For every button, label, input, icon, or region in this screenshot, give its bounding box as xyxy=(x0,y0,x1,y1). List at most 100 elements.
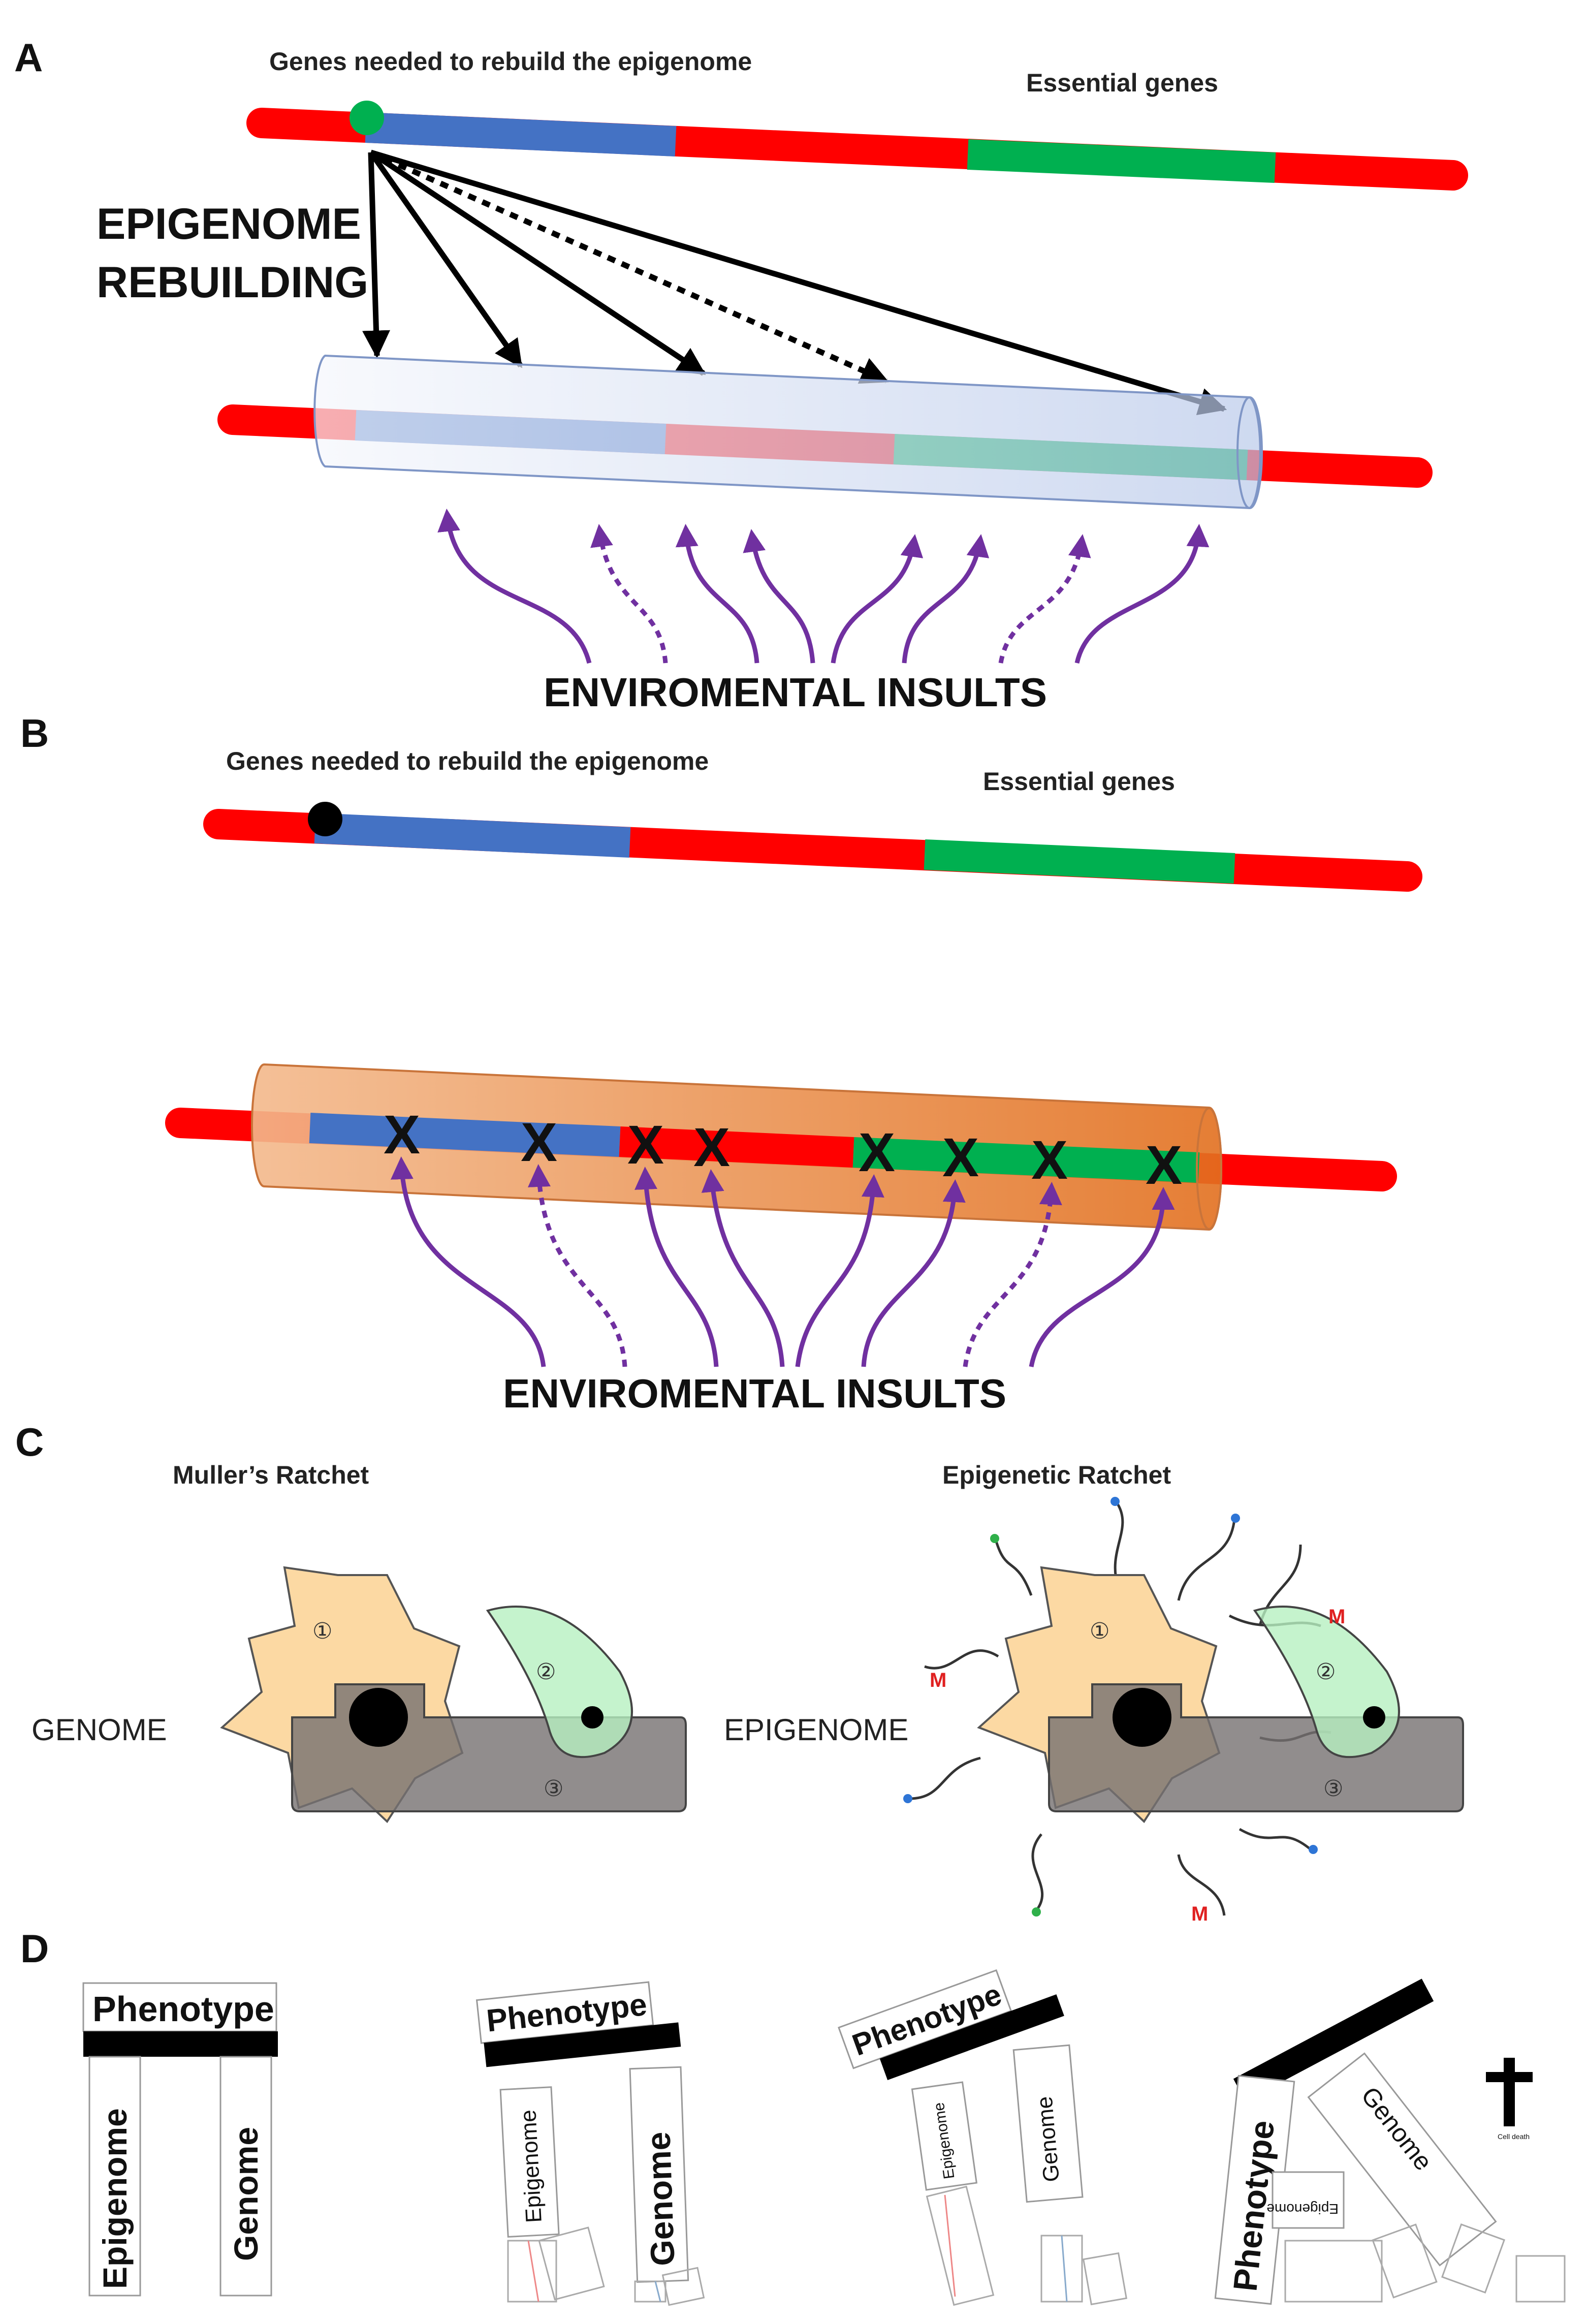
phenotype-label: Phenotype xyxy=(92,1989,274,2029)
epigenome-pillar xyxy=(499,2086,560,2238)
essential-gene-segment xyxy=(967,139,1276,183)
mark-green xyxy=(990,1534,999,1543)
rebuild-arrow xyxy=(368,150,523,368)
methyl-m: M xyxy=(1328,1606,1345,1628)
chromosome-bottom-b xyxy=(165,1063,1397,1231)
tail xyxy=(994,1539,1033,1596)
genome-pillar xyxy=(1307,2052,1497,2267)
block xyxy=(926,2185,995,2306)
cross-horizontal xyxy=(1486,2072,1533,2082)
panel-c: C Muller’s Ratchet Epigenetic Ratchet GE… xyxy=(15,1420,1464,1925)
pawl-axle xyxy=(581,1706,604,1729)
mutation-x: X xyxy=(1146,1134,1182,1196)
rebuild-arrow xyxy=(370,149,1227,416)
block xyxy=(1441,2223,1506,2294)
methyl-marks: M M M xyxy=(930,1606,1345,1925)
gear-axle xyxy=(349,1688,408,1747)
gear-axle xyxy=(1113,1688,1171,1747)
block xyxy=(1372,2223,1438,2299)
stable-state: Phenotype Epigenome Genome xyxy=(82,1982,278,2297)
crack-line xyxy=(1061,2235,1068,2302)
insult-arrow-dotted xyxy=(528,1164,627,1367)
mutation-x: X xyxy=(693,1116,730,1178)
tilting-state-2: Phenotype Epigenome Genome xyxy=(838,1969,1128,2306)
insult-arrow xyxy=(1074,524,1210,664)
mutation-x: X xyxy=(384,1104,420,1165)
phenotype-box xyxy=(82,1982,277,2032)
genome-label: Genome xyxy=(227,2127,265,2261)
epigenome-pillar xyxy=(911,2081,978,2191)
genome-label: GENOME xyxy=(31,1713,167,1747)
ratchet-base xyxy=(1048,1683,1464,1812)
phenotype-beam xyxy=(1233,1978,1434,2101)
rebuild-arrow-dotted xyxy=(369,149,890,384)
essential-genes-label: Essential genes xyxy=(983,767,1175,796)
rebuilding-arrows xyxy=(362,149,1227,416)
acetyl-marks xyxy=(903,1497,1318,1917)
block xyxy=(1284,2240,1383,2303)
pawl-axle xyxy=(1363,1706,1385,1729)
insult-arrow-dotted xyxy=(963,1182,1062,1367)
phenotype-beam xyxy=(484,2022,681,2067)
epigenetic-ratchet: EPIGENOME ① ② ③ M xyxy=(724,1497,1464,1925)
epigenome-label: EPIGENOME xyxy=(724,1713,908,1747)
mark-blue xyxy=(1231,1514,1240,1523)
essential-gene-segment xyxy=(852,1137,1200,1183)
panel-a: A Genes needed to rebuild the epigenome … xyxy=(14,35,1468,715)
fallen-blocks xyxy=(926,2185,1128,2306)
mutation-x: X xyxy=(942,1126,979,1188)
epigenetic-ratchet-title: Epigenetic Ratchet xyxy=(942,1461,1171,1489)
label-3: ③ xyxy=(1323,1776,1343,1801)
label-2: ② xyxy=(536,1659,556,1684)
mutation-x: X xyxy=(521,1111,557,1173)
epigenome-label: Epigenome xyxy=(96,2108,134,2289)
crack-line xyxy=(527,2240,539,2302)
epigenome-pillar xyxy=(88,2056,141,2297)
cross-icon xyxy=(1486,2058,1533,2126)
block xyxy=(507,2240,557,2303)
crack-line xyxy=(944,2194,956,2297)
block xyxy=(1082,2252,1128,2306)
insult-arrow xyxy=(634,1167,719,1367)
insult-arrow xyxy=(795,1174,884,1367)
damaged-rebuild-gene-dot xyxy=(308,802,342,836)
rebuild-gene-dot xyxy=(350,101,384,135)
tail xyxy=(924,1649,999,1670)
mark-green xyxy=(1032,1907,1041,1917)
collapsed-state: Phenotype Genome Epigenome Cell death xyxy=(1214,1978,1566,2305)
panel-letter-c: C xyxy=(15,1420,44,1464)
insult-arrow xyxy=(437,509,592,664)
muller-ratchet: GENOME ① ② ③ xyxy=(31,1566,687,1824)
methyl-m: M xyxy=(1191,1903,1208,1925)
epigenome-label: Epigenome xyxy=(516,2109,547,2223)
label-2: ② xyxy=(1316,1659,1336,1684)
insult-arrows-b xyxy=(390,1156,1175,1367)
chromosome-top xyxy=(246,108,1468,191)
tail xyxy=(1239,1828,1312,1850)
genes-rebuild-label: Genes needed to rebuild the epigenome xyxy=(269,47,752,76)
rebuild-arrow xyxy=(369,150,706,376)
phenotype-beam xyxy=(83,2031,278,2057)
tube-end xyxy=(1196,1107,1222,1230)
insult-arrow xyxy=(743,529,815,664)
insult-arrow xyxy=(902,534,990,664)
label-1: ① xyxy=(312,1619,332,1644)
insult-arrows-a xyxy=(437,509,1210,664)
panel-letter-b: B xyxy=(20,711,49,756)
block xyxy=(1515,2255,1566,2303)
mutation-x: X xyxy=(627,1114,664,1175)
tail xyxy=(1114,1503,1124,1586)
rebuild-gene-segment xyxy=(365,112,677,156)
tail xyxy=(909,1756,981,1800)
chromosome-bottom xyxy=(217,354,1433,510)
mutation-x: X xyxy=(1031,1129,1068,1190)
insult-arrow xyxy=(675,524,759,664)
chromosome-top-b xyxy=(203,809,1422,892)
tail xyxy=(1177,1519,1236,1601)
block xyxy=(634,2280,666,2303)
methyl-m: M xyxy=(930,1669,946,1691)
label-3: ③ xyxy=(544,1776,563,1801)
mutation-marks: X X X X X X X X xyxy=(384,1104,1182,1196)
block xyxy=(538,2226,605,2301)
